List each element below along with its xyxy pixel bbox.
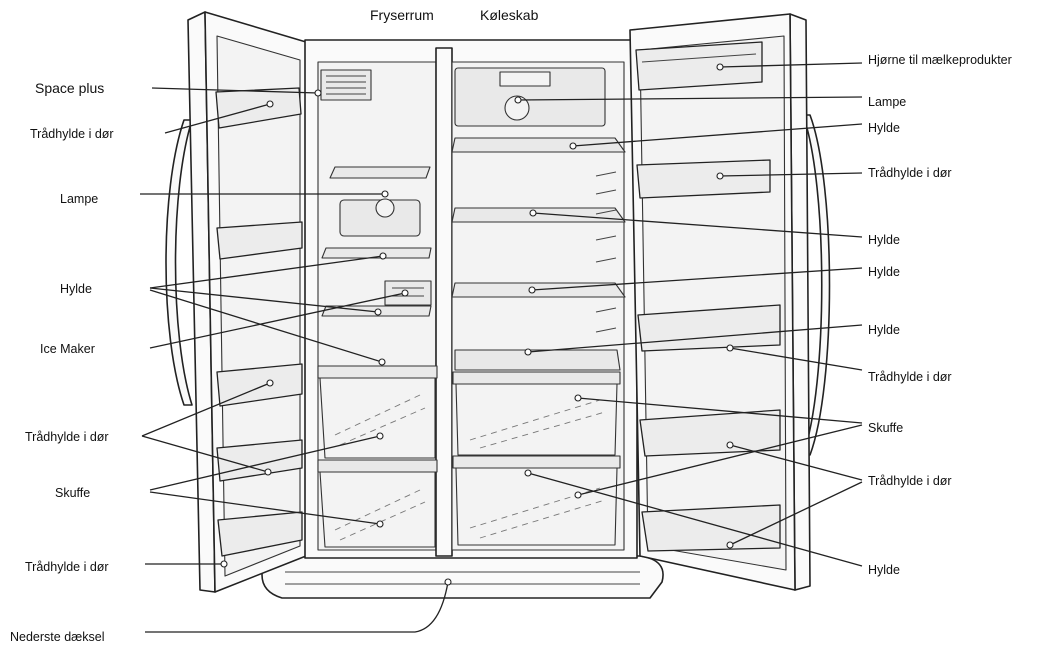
bottom-cover-shape <box>262 556 663 598</box>
label-fridge-drawer: Skuffe <box>868 421 903 435</box>
right-door-liner <box>640 36 786 570</box>
leader-dot <box>530 210 536 216</box>
freezer-shelf <box>330 167 430 178</box>
center-divider <box>436 48 452 556</box>
label-bottom-cover: Nederste dæksel <box>10 630 105 644</box>
leader-dot <box>727 345 733 351</box>
leader-dot <box>221 561 227 567</box>
fridge-drawer-rim <box>453 456 620 468</box>
label-right-door-shelf-2: Trådhylde i dør <box>868 370 952 384</box>
leader-dot <box>575 395 581 401</box>
leader-dot <box>402 290 408 296</box>
leader-dot <box>380 253 386 259</box>
leader-dot <box>717 64 723 70</box>
label-fridge-shelf-4: Hylde <box>868 323 900 337</box>
space-plus-vent <box>321 70 371 100</box>
label-fridge-shelf-3: Hylde <box>868 265 900 279</box>
leader-dot <box>382 191 388 197</box>
leader-dot <box>377 433 383 439</box>
label-fridge-shelf-1: Hylde <box>868 121 900 135</box>
freezer-drawer-rim <box>318 460 437 472</box>
leader-dot <box>717 173 723 179</box>
label-fridge-lamp: Lampe <box>868 95 906 109</box>
header-fridge-label: Køleskab <box>480 7 539 23</box>
label-fridge-shelf-5: Hylde <box>868 563 900 577</box>
right-door-bin <box>642 505 780 551</box>
freezer-lamp-bulb <box>376 199 394 217</box>
label-ice-maker: Ice Maker <box>40 342 95 356</box>
leader-dot <box>265 469 271 475</box>
leader-dot <box>315 90 321 96</box>
leader-dot <box>727 542 733 548</box>
leader-dot <box>529 287 535 293</box>
fridge-shelf <box>452 138 625 152</box>
leader-dot <box>525 470 531 476</box>
label-dairy-corner: Hjørne til mælkeprodukter <box>868 53 1012 67</box>
leader-dot <box>377 521 383 527</box>
label-freezer-shelf: Hylde <box>60 282 92 296</box>
leader-dot <box>525 349 531 355</box>
fridge-drawer <box>456 468 617 545</box>
fridge-drawer-cover <box>455 350 620 370</box>
leader-dot <box>515 97 521 103</box>
leader-dot <box>379 359 385 365</box>
control-display <box>500 72 550 86</box>
freezer-drawer-rim <box>318 366 437 378</box>
label-right-door-shelf-3: Trådhylde i dør <box>868 474 952 488</box>
right-door <box>630 14 830 590</box>
freezer-drawer <box>320 472 435 547</box>
fridge-shelf <box>452 208 625 222</box>
left-door-handle <box>166 120 192 405</box>
label-left-door-shelf-top: Trådhylde i dør <box>30 127 114 141</box>
label-space-plus: Space plus <box>35 80 104 96</box>
label-freezer-lamp: Lampe <box>60 192 98 206</box>
label-left-door-shelf-bottom: Trådhylde i dør <box>25 560 109 574</box>
label-freezer-drawer: Skuffe <box>55 486 90 500</box>
bottom-cover <box>262 556 663 598</box>
fridge-drawer-rim <box>453 372 620 384</box>
leader-dot <box>570 143 576 149</box>
leader-dot <box>575 492 581 498</box>
label-fridge-shelf-2: Hylde <box>868 233 900 247</box>
label-left-door-shelf-middle: Trådhylde i dør <box>25 430 109 444</box>
label-right-door-shelf-1: Trådhylde i dør <box>868 166 952 180</box>
leader-dot <box>267 380 273 386</box>
leader-dot <box>727 442 733 448</box>
leader-dot <box>375 309 381 315</box>
header-freezer-label: Fryserrum <box>370 7 434 23</box>
leader-dot <box>445 579 451 585</box>
right-door-bin <box>637 160 770 198</box>
leader-dot <box>267 101 273 107</box>
